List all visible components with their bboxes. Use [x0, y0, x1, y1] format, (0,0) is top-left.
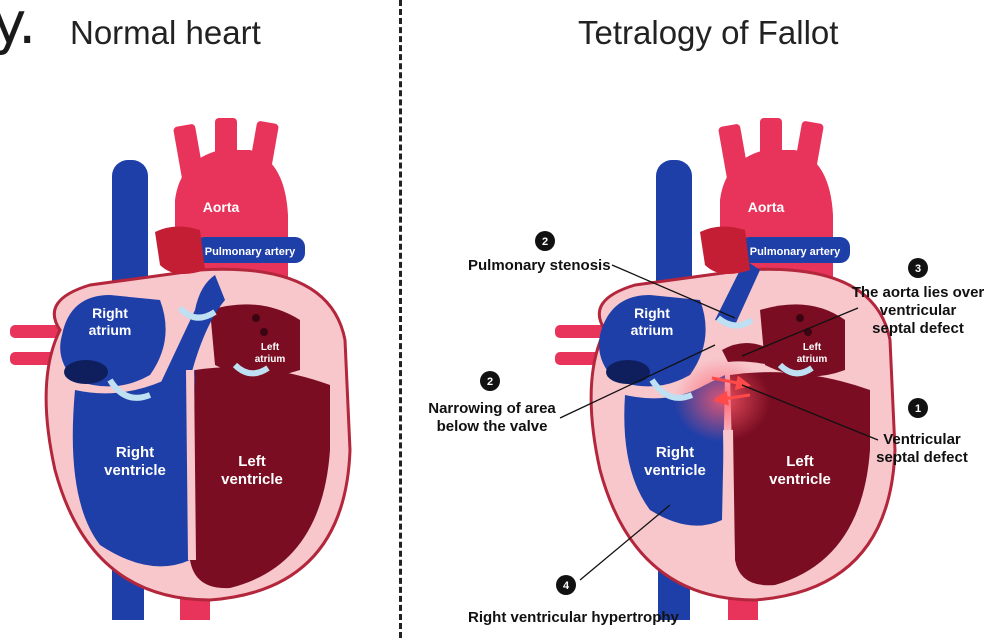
aorta-label: Aorta [203, 199, 240, 215]
svg-text:3: 3 [915, 263, 921, 275]
tof-aorta-label: Aorta [748, 199, 785, 215]
ventricular-septum [190, 370, 192, 560]
tof-left-ventricle-label-1: Left [786, 453, 814, 470]
tof-right-ventricle-label-1: Right [656, 444, 694, 461]
tof-left-atrium-label-1: Left [803, 342, 822, 353]
coronary-sinus [64, 360, 108, 384]
svg-text:2: 2 [487, 376, 493, 388]
left-ventricle-label-1: Left [238, 453, 266, 470]
right-atrium-label-1: Right [92, 305, 128, 321]
svg-text:Pulmonary stenosis: Pulmonary stenosis [468, 257, 611, 274]
svg-text:below the valve: below the valve [437, 418, 548, 435]
svg-text:4: 4 [563, 580, 570, 592]
svg-text:The aorta lies over: The aorta lies over [852, 284, 985, 301]
tof-right-atrium-label-2: atrium [631, 322, 674, 338]
svg-text:Right ventricular hypertrophy: Right ventricular hypertrophy [468, 609, 680, 626]
svg-text:Narrowing of area: Narrowing of area [428, 400, 556, 417]
svg-text:1: 1 [915, 403, 921, 415]
tof-right-atrium-label-1: Right [634, 305, 670, 321]
svg-text:Ventricular: Ventricular [883, 431, 961, 448]
svg-text:septal defect: septal defect [872, 320, 964, 337]
svg-text:2: 2 [542, 236, 548, 248]
aortic-root [155, 226, 205, 274]
left-ventricle-label-2: ventricle [221, 471, 283, 488]
tof-pulmonary-artery-label: Pulmonary artery [750, 246, 841, 258]
tof-right-ventricle-label-2: ventricle [644, 462, 706, 479]
right-atrium-label-2: atrium [89, 322, 132, 338]
tof-left-ventricle-label-2: ventricle [769, 471, 831, 488]
tetralogy-heart: Aorta Pulmonary artery [428, 118, 984, 626]
pulmonary-artery-label: Pulmonary artery [205, 246, 296, 258]
right-ventricle-label-1: Right [116, 444, 154, 461]
svg-text:septal defect: septal defect [876, 449, 968, 466]
normal-heart: Aorta Pulmonary artery [10, 118, 350, 620]
annotation-rvh: 4 Right ventricular hypertrophy [468, 505, 680, 626]
tof-left-atrium-label-2: atrium [797, 354, 828, 365]
svg-text:ventricular: ventricular [880, 302, 957, 319]
left-atrium-label-1: Left [261, 342, 280, 353]
left-atrium-label-2: atrium [255, 354, 286, 365]
right-ventricle-label-2: ventricle [104, 462, 166, 479]
